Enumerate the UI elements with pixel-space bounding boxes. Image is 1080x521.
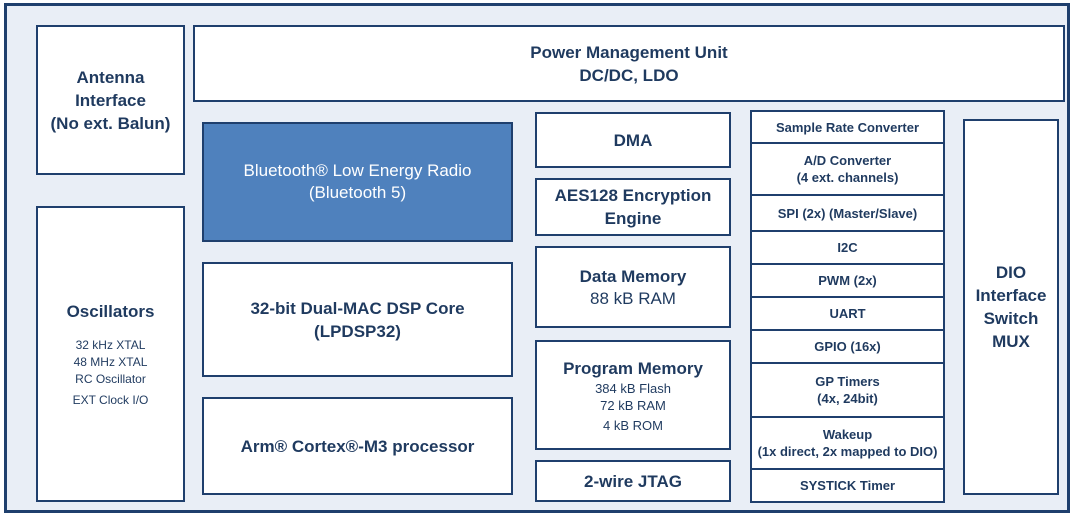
dsp-detail: (LPDSP32) xyxy=(314,321,401,341)
oscillators-title: Oscillators xyxy=(66,301,155,321)
peripheral-spi: SPI (2x) (Master/Slave) xyxy=(750,194,945,232)
dma-title: DMA xyxy=(613,130,653,150)
radio-title: Bluetooth® Low Energy Radio xyxy=(243,161,472,180)
data-memory-detail: 88 kB RAM xyxy=(590,288,676,308)
peripheral-label: SPI (2x) (Master/Slave) xyxy=(777,205,918,221)
peripheral-label: Sample Rate Converter xyxy=(775,119,920,135)
dma-block: DMA xyxy=(535,112,731,168)
peripheral-label: UART xyxy=(829,306,866,321)
antenna-line-1: Antenna xyxy=(76,67,145,87)
oscillator-item: EXT Clock I/O xyxy=(72,392,149,407)
antenna-line-3: (No ext. Balun) xyxy=(50,113,171,133)
peripheral-adc: A/D Converter (4 ext. channels) xyxy=(750,142,945,196)
oscillator-item: 48 MHz XTAL xyxy=(73,354,148,369)
program-memory-title: Program Memory xyxy=(563,358,703,378)
peripheral-systick-timer: SYSTICK Timer xyxy=(750,468,945,503)
block-diagram-frame: Antenna Interface (No ext. Balun) Power … xyxy=(4,3,1070,513)
dio-interface-mux-block: DIO Interface Switch MUX xyxy=(963,119,1059,495)
program-memory-block: Program Memory 384 kB Flash 72 kB RAM 4 … xyxy=(535,340,731,450)
peripheral-i2c: I2C xyxy=(750,230,945,265)
peripheral-gpio: GPIO (16x) xyxy=(750,329,945,364)
peripheral-wakeup: Wakeup (1x direct, 2x mapped to DIO) xyxy=(750,416,945,470)
oscillator-item: RC Oscillator xyxy=(75,371,146,386)
aes-engine-block: AES128 Encryption Engine xyxy=(535,178,731,236)
peripheral-label: I2C xyxy=(837,240,858,255)
dio-line-4: MUX xyxy=(992,332,1030,351)
bluetooth-radio-block: Bluetooth® Low Energy Radio (Bluetooth 5… xyxy=(202,122,513,242)
dsp-core-block: 32-bit Dual-MAC DSP Core (LPDSP32) xyxy=(202,262,513,377)
dio-line-1: DIO xyxy=(995,263,1027,282)
peripheral-detail: (4x, 24bit) xyxy=(817,391,878,406)
peripheral-label: GPIO (16x) xyxy=(814,339,881,354)
peripheral-detail: (1x direct, 2x mapped to DIO) xyxy=(757,444,938,459)
data-memory-block: Data Memory 88 kB RAM xyxy=(535,246,731,328)
peripheral-label: PWM (2x) xyxy=(818,273,877,288)
power-management-unit-block: Power Management Unit DC/DC, LDO xyxy=(193,25,1065,102)
pmu-detail: DC/DC, LDO xyxy=(579,65,679,85)
peripheral-label: A/D Converter xyxy=(803,153,892,168)
data-memory-title: Data Memory xyxy=(579,266,687,286)
peripheral-label: SYSTICK Timer xyxy=(799,478,896,493)
aes-title: AES128 Encryption xyxy=(554,186,712,205)
arm-processor-block: Arm® Cortex®-M3 processor xyxy=(202,397,513,495)
peripheral-label: GP Timers xyxy=(815,374,880,389)
arm-title: Arm® Cortex®-M3 processor xyxy=(240,436,475,456)
dio-line-3: Switch xyxy=(983,309,1039,328)
program-memory-item: 4 kB ROM xyxy=(603,417,663,433)
peripheral-label: Wakeup xyxy=(822,427,873,442)
jtag-block: 2-wire JTAG xyxy=(535,460,731,502)
peripheral-sample-rate-converter: Sample Rate Converter xyxy=(750,110,945,144)
program-memory-item: 72 kB RAM xyxy=(600,397,666,413)
pmu-title: Power Management Unit xyxy=(530,42,728,62)
radio-detail: (Bluetooth 5) xyxy=(308,183,407,202)
program-memory-item: 384 kB Flash xyxy=(595,380,671,396)
antenna-line-2: Interface xyxy=(75,90,146,110)
peripheral-pwm: PWM (2x) xyxy=(750,263,945,298)
oscillator-item: 32 kHz XTAL xyxy=(75,337,146,352)
dsp-title: 32-bit Dual-MAC DSP Core xyxy=(250,298,465,318)
peripheral-uart: UART xyxy=(750,296,945,331)
dio-line-2: Interface xyxy=(975,286,1047,305)
oscillators-block: Oscillators 32 kHz XTAL 48 MHz XTAL RC O… xyxy=(36,206,185,502)
peripheral-gp-timers: GP Timers (4x, 24bit) xyxy=(750,362,945,418)
jtag-title: 2-wire JTAG xyxy=(584,471,682,491)
peripheral-detail: (4 ext. channels) xyxy=(796,170,899,185)
aes-detail: Engine xyxy=(604,209,662,228)
antenna-interface-block: Antenna Interface (No ext. Balun) xyxy=(36,25,185,175)
